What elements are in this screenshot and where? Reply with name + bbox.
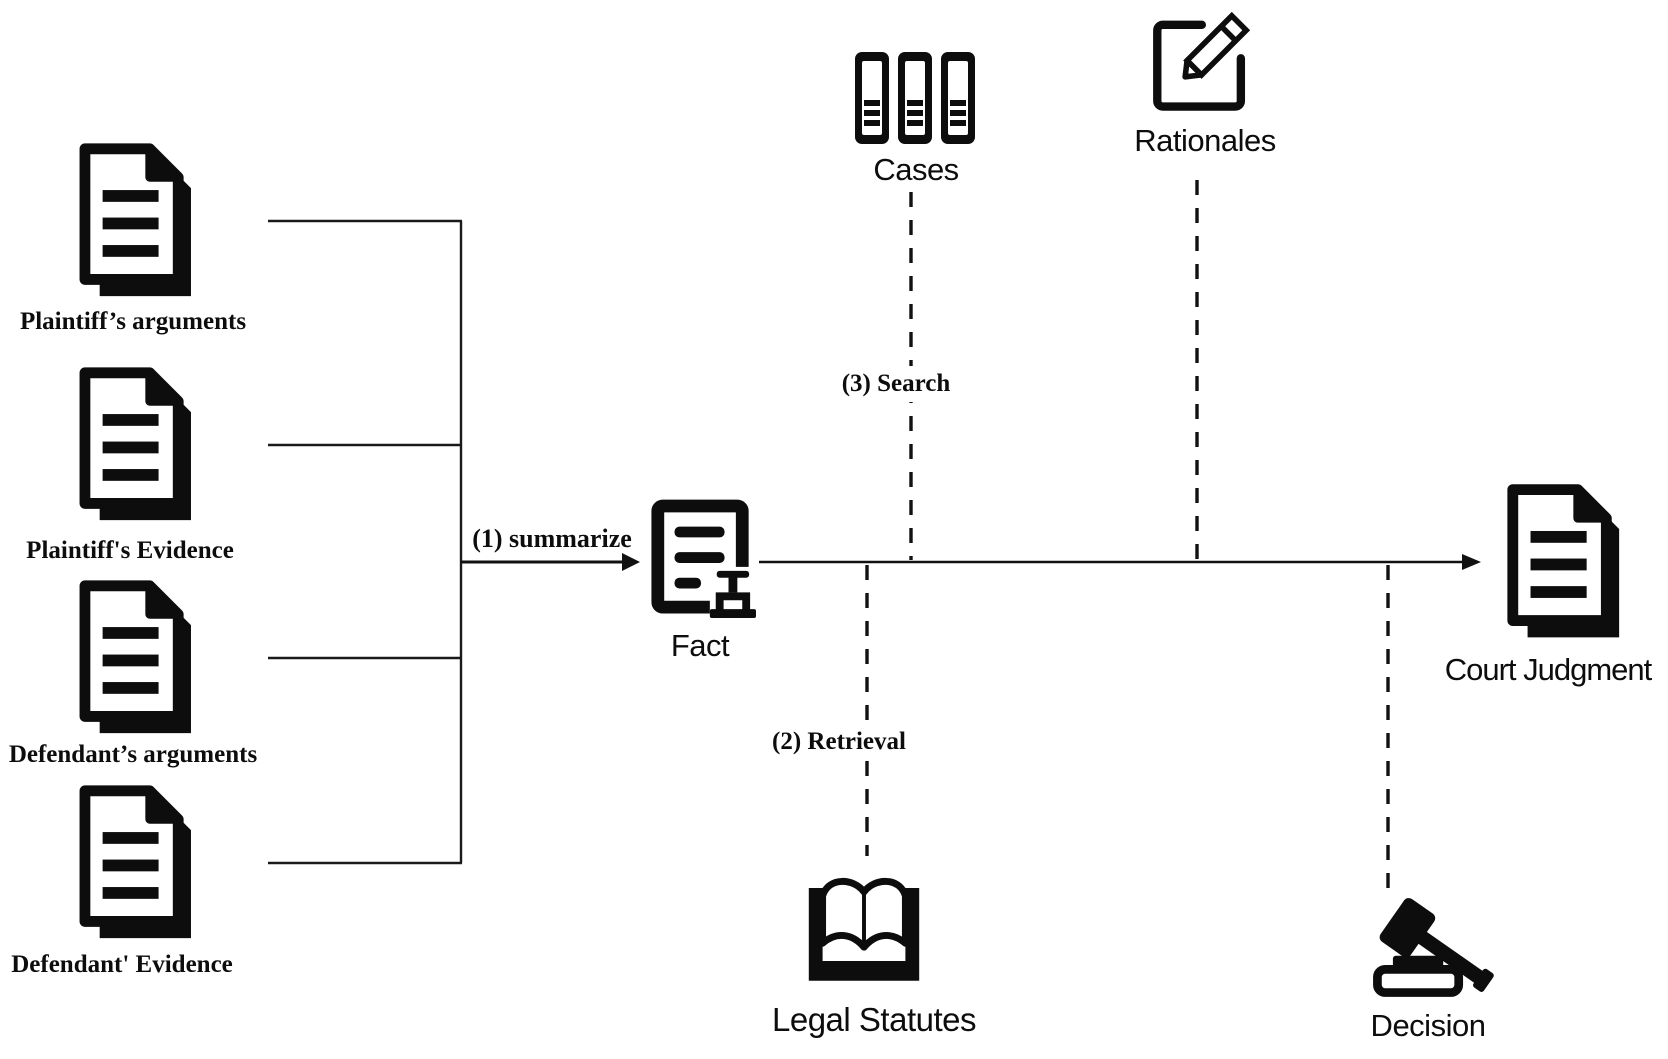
step-label-retrieval: (2) Retrieval [762, 724, 916, 760]
step-label-summarize: (1) summarize [472, 524, 632, 553]
input-label-plaintiff-evidence: Plaintiff's Evidence [26, 537, 234, 564]
fact-document-stamp-icon [651, 499, 756, 624]
input-label-plaintiff-arguments: Plaintiff’s arguments [19, 308, 247, 335]
judgment-arrowhead [1462, 554, 1481, 570]
case-binders-icon [855, 52, 975, 144]
input-label-defendant-evidence: Defendant' Evidence [11, 951, 233, 978]
node-label-rationales: Rationales [1134, 123, 1276, 158]
documents-stack-icon [1500, 478, 1628, 646]
documents-stack-icon [72, 364, 200, 526]
documents-stack-icon [72, 140, 200, 302]
pencil-edit-icon [1153, 11, 1251, 111]
node-label-decision: Decision [1370, 1008, 1486, 1043]
node-label-fact: Fact [670, 628, 730, 663]
node-label-legal-statutes: Legal Statutes [772, 1001, 977, 1038]
step-label-search: (3) Search [831, 366, 961, 402]
open-book-icon [808, 877, 920, 981]
documents-stack-icon [72, 782, 200, 944]
node-label-cases: Cases [873, 152, 959, 187]
node-label-court-judgment: Court Judgment [1444, 652, 1653, 687]
summarize-arrowhead [622, 553, 640, 571]
input-label-defendant-arguments: Defendant’s arguments [8, 741, 258, 768]
gavel-icon [1373, 898, 1494, 997]
documents-stack-icon [72, 577, 200, 739]
